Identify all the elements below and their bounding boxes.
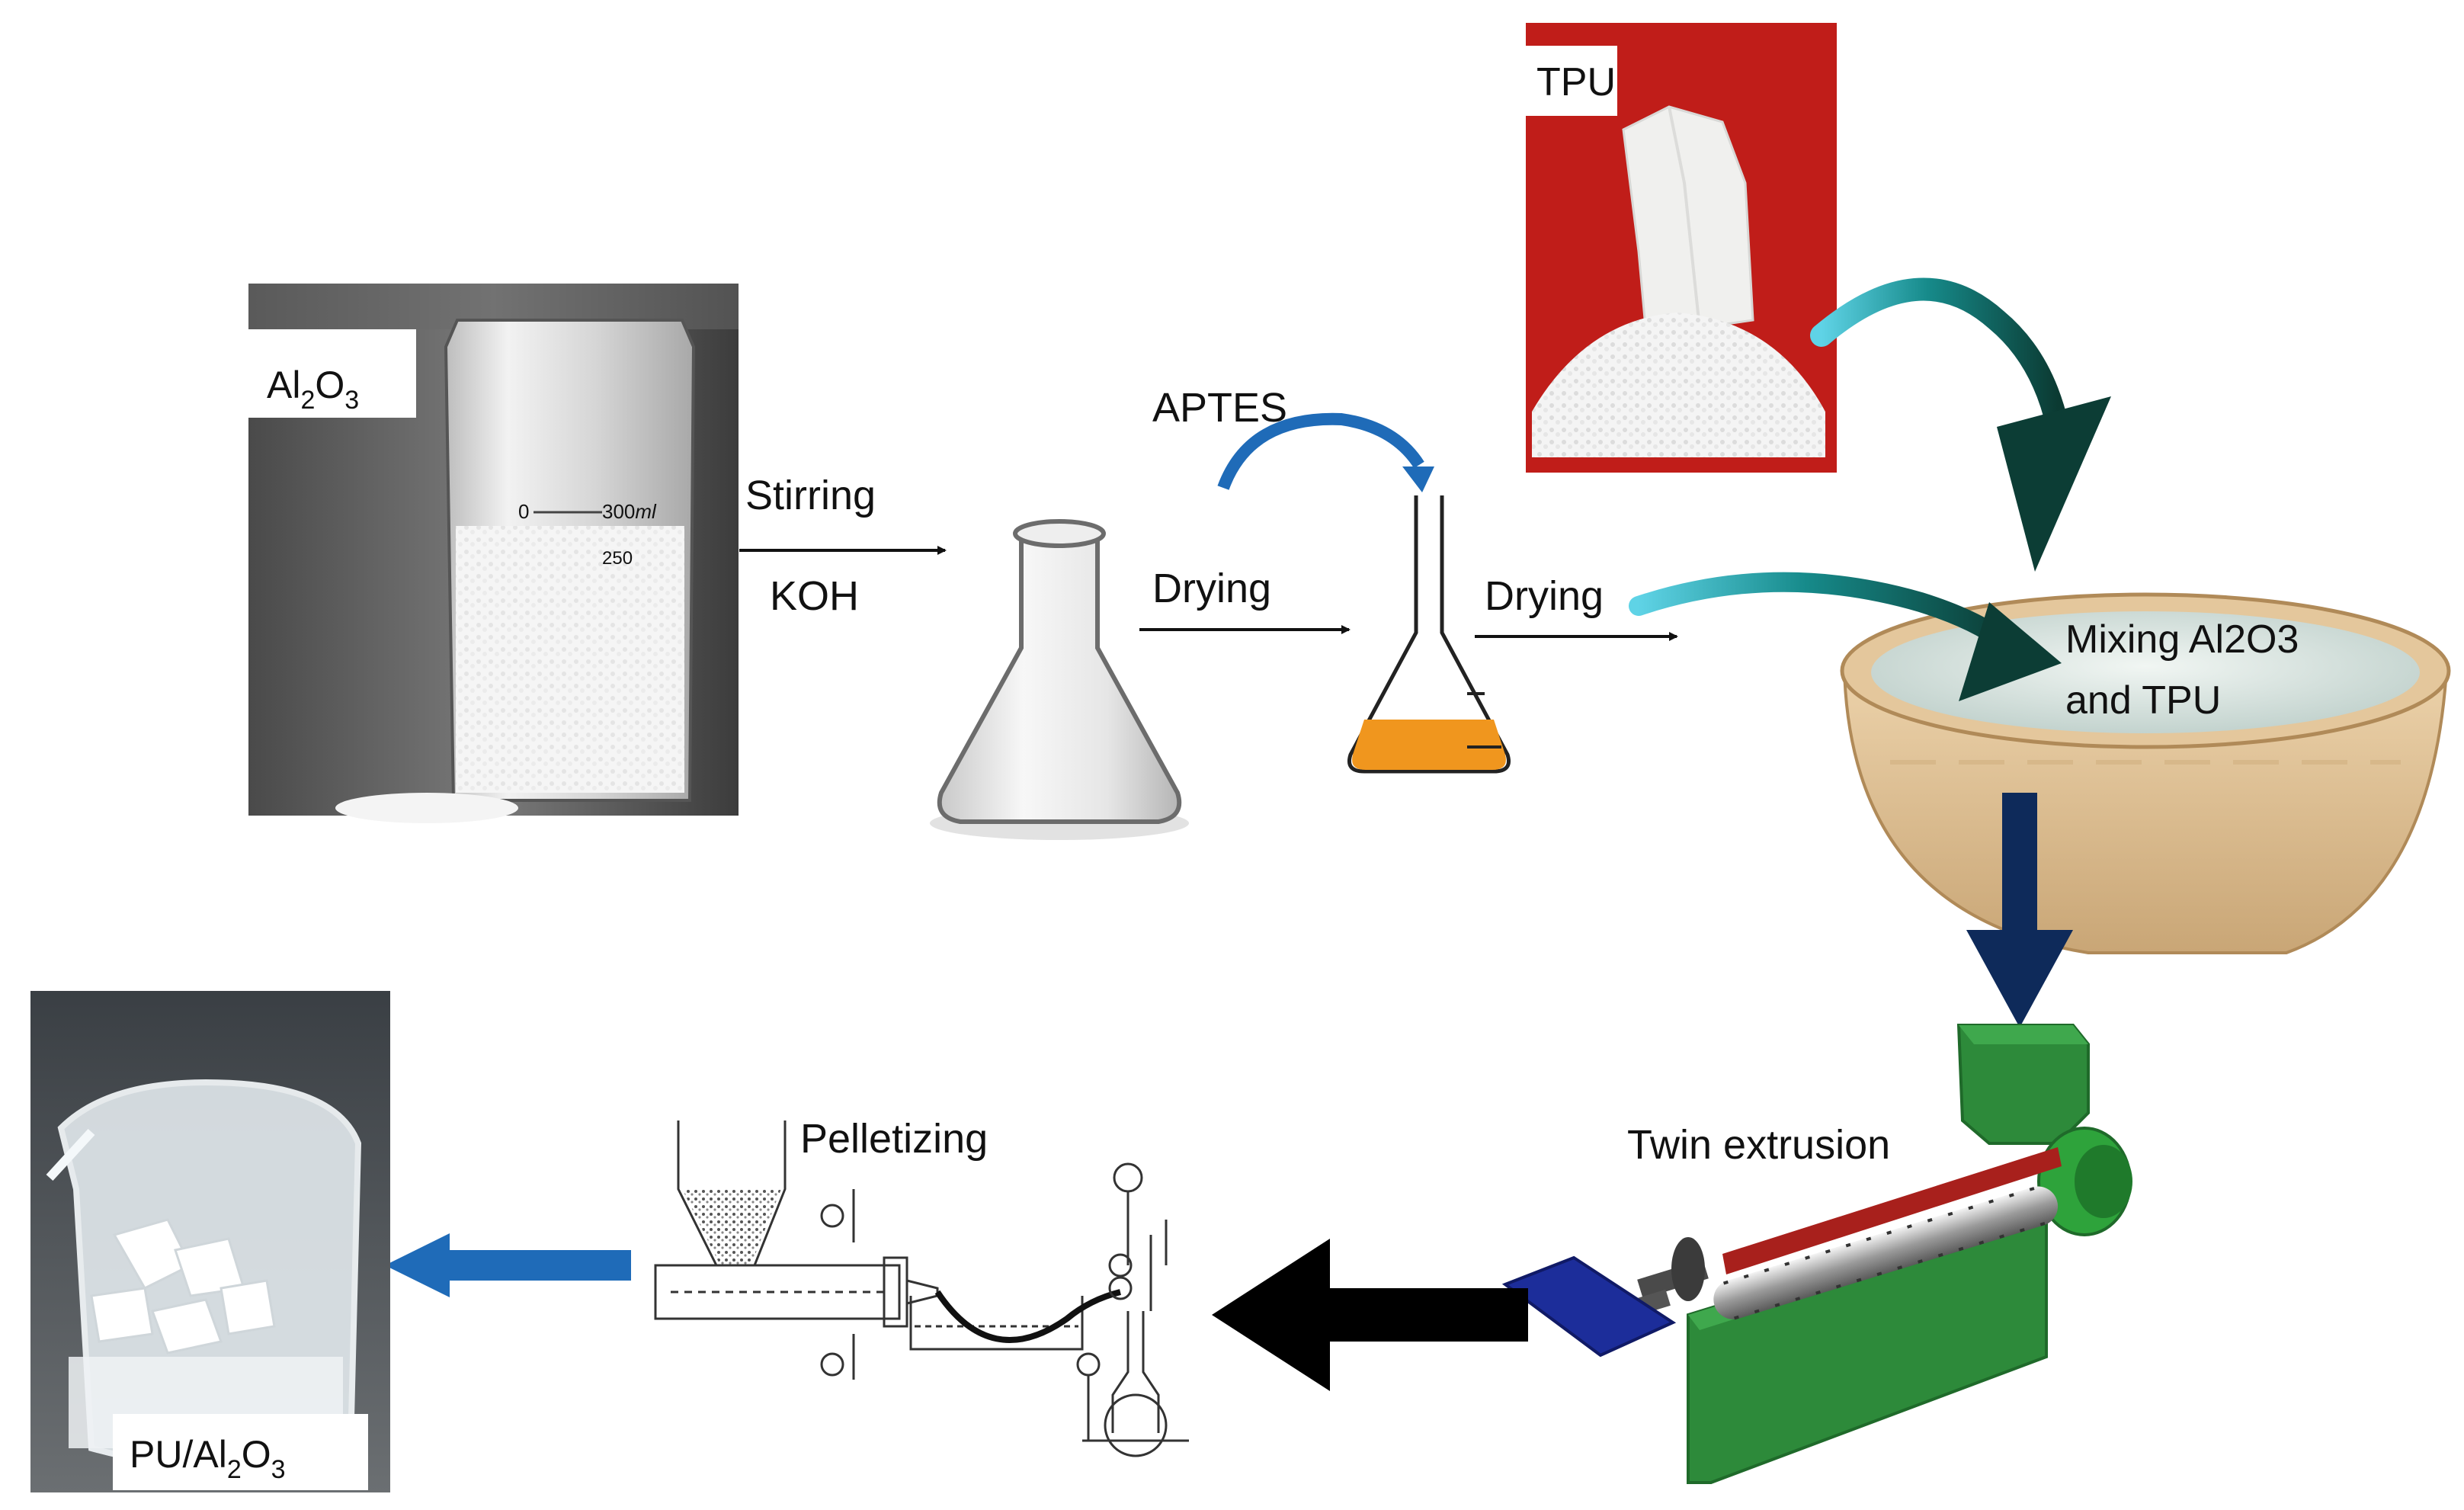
al2o3-beaker-photo: 0 300ml 250 Al2O3 (248, 284, 739, 823)
aptes-step: APTES (1152, 385, 1434, 492)
extruder-to-pelletizer-arrow (1212, 1239, 1528, 1391)
al2o3-label-box (248, 329, 416, 418)
tpu-to-bowl-arrow (1810, 277, 2111, 572)
drying-label-2: Drying (1485, 573, 1604, 619)
bowl-to-extruder-arrow (1966, 793, 2073, 1028)
aptes-arrow (1217, 412, 1424, 490)
drying-label-1: Drying (1152, 566, 1271, 611)
twin-extrusion-label: Twin extrusion (1627, 1122, 1890, 1168)
mixing-label-line2: and TPU (2065, 678, 2221, 723)
empty-flask-icon (930, 519, 1189, 840)
pelletizer-schematic (654, 1120, 1189, 1457)
svg-text:300ml: 300ml (602, 500, 657, 523)
product-label: PU/Al2O3 (130, 1433, 286, 1484)
beaker-scale-unit: ml (635, 500, 657, 523)
pelletizing-label: Pelletizing (800, 1116, 988, 1162)
drying-step-1: Drying (1139, 566, 1351, 634)
product-photo: PU/Al2O3 (30, 991, 390, 1492)
drying-step-2: Drying (1475, 573, 1678, 641)
koh-label: KOH (770, 573, 859, 619)
tpu-photo: TPU (1526, 23, 1837, 473)
product-label-box (113, 1414, 368, 1490)
mixing-label-line1: Mixing Al2O3 (2065, 617, 2299, 662)
pelletizer-to-product-arrow (385, 1233, 631, 1297)
orange-flask-icon (1347, 495, 1511, 774)
tpu-label: TPU (1536, 60, 1616, 104)
stirring-label: Stirring (745, 473, 876, 518)
tpu-label-box (1526, 46, 1617, 116)
beaker-scale-mid: 250 (602, 548, 633, 569)
stirring-step: Stirring KOH (739, 473, 947, 619)
beaker-scale-top: 300 (602, 500, 635, 523)
aptes-label: APTES (1152, 385, 1287, 431)
twin-extruder-machine (1501, 1024, 2132, 1484)
drying-to-bowl-arrow (1629, 572, 2062, 701)
beaker-scale-zero: 0 (518, 500, 529, 523)
al2o3-label: Al2O3 (267, 364, 359, 415)
